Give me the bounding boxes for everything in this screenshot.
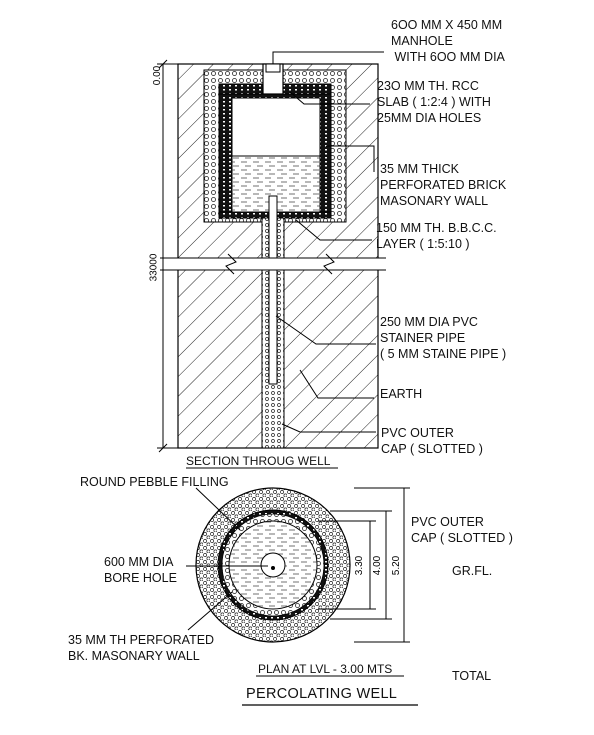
leader-pipe [275, 315, 376, 345]
slab-label: 23O MM TH. RCC SLAB ( 1:2:4 ) WITH 25MM … [377, 79, 491, 125]
bbcc-label: 150 MM TH. B.B.C.C. LAYER ( 1:5:10 ) [376, 221, 497, 251]
wall-label: 35 MM TH PERFORATED BK. MASONARY WALL [68, 633, 215, 663]
leader-brick [326, 145, 375, 172]
section-cap-label: PVC OUTER CAP ( SLOTTED ) [381, 426, 483, 456]
dim-outer-label: 5.20 [391, 555, 403, 576]
bore-hole-label: 600 MM DIA BORE HOLE [104, 555, 177, 585]
leader-cap [281, 423, 376, 433]
grfl-label: GR.FL. [452, 564, 493, 578]
dim-inner-label: 3.30 [354, 555, 366, 576]
total-label: TOTAL [452, 669, 492, 683]
leader-wall [187, 591, 233, 631]
leader-earth [299, 369, 374, 399]
plan-caption: PLAN AT LVL - 3.00 MTS [258, 662, 393, 676]
leader-manhole [272, 51, 384, 64]
leader-bbcc [295, 219, 372, 241]
earth-label: EARTH [380, 387, 423, 401]
bore-hole-circle [260, 552, 286, 578]
dim-mid-label: 4.00 [372, 555, 384, 576]
section-view [157, 51, 386, 469]
brick-wall-label: 35 MM THICK PERFORATED BRICK MASONARY WA… [380, 162, 507, 208]
pipe-label: 250 MM DIA PVC STAINER PIPE ( 5 MM STAIN… [380, 315, 507, 361]
pvc-pipe [268, 195, 278, 385]
plan-cap-label: PVC OUTER CAP ( SLOTTED ) [411, 515, 513, 545]
depth-dimension-label: 33000 [148, 253, 160, 282]
section-caption: SECTION THROUG WELL [186, 454, 331, 468]
pebble-label: ROUND PEBBLE FILLING [80, 475, 229, 489]
plan-view [186, 487, 418, 706]
leader-pebble [195, 487, 241, 531]
leader-slab [289, 91, 370, 105]
drawing-title: PERCOLATING WELL [246, 686, 398, 702]
level-top-label: 0.00 [152, 65, 164, 86]
manhole-label: 6OO MM X 450 MM MANHOLE WITH 6OO MM DIA [391, 18, 505, 64]
